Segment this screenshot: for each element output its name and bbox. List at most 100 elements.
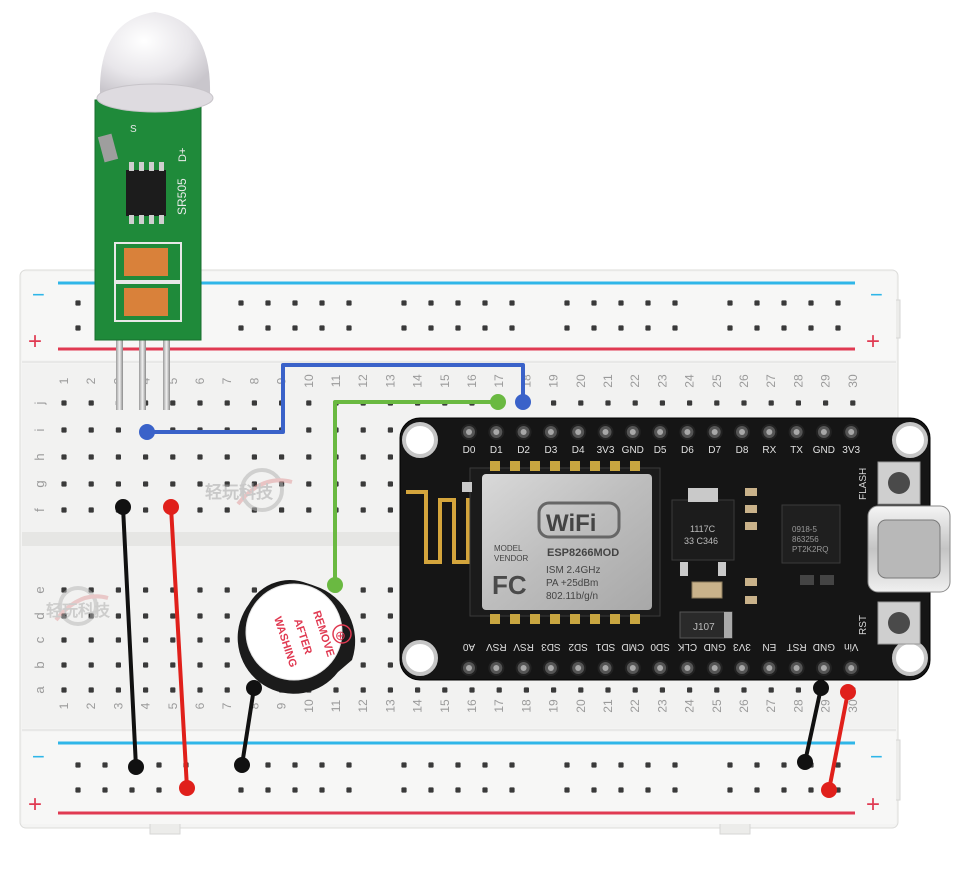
usb-chip-label: 863256 bbox=[792, 535, 819, 544]
rail-hole bbox=[75, 787, 81, 793]
header-pin-center bbox=[848, 429, 855, 435]
breadboard-hole bbox=[795, 400, 801, 406]
rail-hole bbox=[102, 762, 108, 768]
breadboard-hole bbox=[115, 427, 121, 433]
row-letter: d bbox=[32, 612, 47, 619]
usb-chip-label: 0918-5 bbox=[792, 525, 817, 534]
rail-hole bbox=[482, 325, 488, 331]
header-pin-center bbox=[739, 665, 745, 671]
row-letter: j bbox=[32, 401, 47, 405]
breadboard-hole bbox=[143, 454, 149, 460]
column-number: 5 bbox=[166, 702, 180, 709]
column-number: 26 bbox=[737, 699, 751, 713]
polarity-symbol: ⊕ bbox=[335, 628, 346, 643]
rail-hole bbox=[781, 300, 787, 306]
rail-hole bbox=[509, 762, 515, 768]
pin-label: GND bbox=[704, 641, 726, 652]
rail-hole bbox=[129, 787, 135, 793]
red-wire bbox=[827, 690, 850, 792]
column-number: 14 bbox=[411, 374, 425, 388]
rail-hole bbox=[781, 787, 787, 793]
breadboard-hole bbox=[224, 587, 230, 593]
column-number: 18 bbox=[519, 699, 533, 713]
rail-hole bbox=[564, 762, 570, 768]
rail-hole bbox=[564, 325, 570, 331]
wire-end bbox=[327, 577, 343, 593]
pin-label: D5 bbox=[654, 445, 667, 456]
breadboard-hole bbox=[496, 687, 502, 693]
column-number: 29 bbox=[819, 699, 833, 713]
module-pad bbox=[590, 461, 600, 471]
rail-hole bbox=[509, 325, 515, 331]
breadboard-hole bbox=[360, 637, 366, 643]
rail-hole bbox=[781, 325, 787, 331]
column-number: 10 bbox=[302, 374, 316, 388]
flash-button-cap[interactable] bbox=[888, 472, 910, 494]
header-pin-center bbox=[493, 429, 500, 435]
rail-hole bbox=[238, 300, 244, 306]
regulator-tab bbox=[688, 488, 718, 502]
breadboard-hole bbox=[387, 507, 393, 513]
row-letter: a bbox=[32, 686, 47, 694]
header-pin-center bbox=[684, 429, 691, 435]
column-labels: 1122334455667788991010111112121313141415… bbox=[57, 374, 860, 713]
breadboard-hole bbox=[143, 687, 149, 693]
breadboard-hole bbox=[88, 662, 94, 668]
reset-button-cap[interactable] bbox=[888, 612, 910, 634]
module-pad bbox=[530, 614, 540, 624]
blue-wire bbox=[145, 363, 525, 434]
row-letter: e bbox=[32, 586, 47, 593]
breadboard-hole bbox=[360, 454, 366, 460]
wire-end bbox=[163, 499, 179, 515]
breadboard-hole bbox=[415, 687, 421, 693]
smd-component bbox=[745, 596, 757, 604]
breadboard-hole bbox=[659, 400, 665, 406]
rail-hole bbox=[319, 787, 325, 793]
wire-end bbox=[234, 757, 250, 773]
breadboard-hole bbox=[659, 687, 665, 693]
pin-label: GND bbox=[622, 445, 644, 456]
rail-hole bbox=[319, 325, 325, 331]
row-letter: c bbox=[32, 636, 47, 643]
column-number: 17 bbox=[492, 699, 506, 713]
breadboard-hole bbox=[115, 637, 121, 643]
breadboard-hole bbox=[115, 613, 121, 619]
breadboard-hole bbox=[115, 454, 121, 460]
module-pad bbox=[510, 614, 520, 624]
column-number: 7 bbox=[220, 377, 234, 384]
rail-hole bbox=[428, 762, 434, 768]
breadboard-hole bbox=[143, 481, 149, 487]
breadboard-hole bbox=[197, 687, 203, 693]
row-letter: h bbox=[32, 453, 47, 460]
module-pad bbox=[570, 461, 580, 471]
column-number: 2 bbox=[84, 702, 98, 709]
column-number: 11 bbox=[329, 374, 343, 387]
column-number: 21 bbox=[601, 699, 615, 713]
usb-serial-chip bbox=[781, 504, 841, 564]
module-pad bbox=[610, 614, 620, 624]
breadboard-hole bbox=[197, 481, 203, 487]
diode-label: J107 bbox=[693, 622, 715, 633]
breadboard-hole bbox=[88, 400, 94, 406]
breadboard-hole bbox=[741, 400, 747, 406]
mounting-hole bbox=[402, 640, 438, 676]
breadboard-hole bbox=[115, 662, 121, 668]
column-number: 16 bbox=[465, 374, 479, 388]
module-pad bbox=[570, 614, 580, 624]
pin-label: 3V3 bbox=[733, 641, 751, 652]
breadboard-hole bbox=[115, 481, 121, 487]
breadboard-hole bbox=[551, 400, 557, 406]
breadboard-hole bbox=[197, 400, 203, 406]
pin-label: D8 bbox=[736, 445, 749, 456]
column-number: 10 bbox=[302, 699, 316, 713]
smd-component bbox=[691, 581, 723, 599]
rail-hole bbox=[265, 325, 271, 331]
rail-hole bbox=[401, 787, 407, 793]
rail-hole bbox=[645, 762, 651, 768]
breadboard-hole bbox=[88, 687, 94, 693]
fc-logo: FC bbox=[492, 570, 527, 600]
column-number: 28 bbox=[791, 699, 805, 713]
